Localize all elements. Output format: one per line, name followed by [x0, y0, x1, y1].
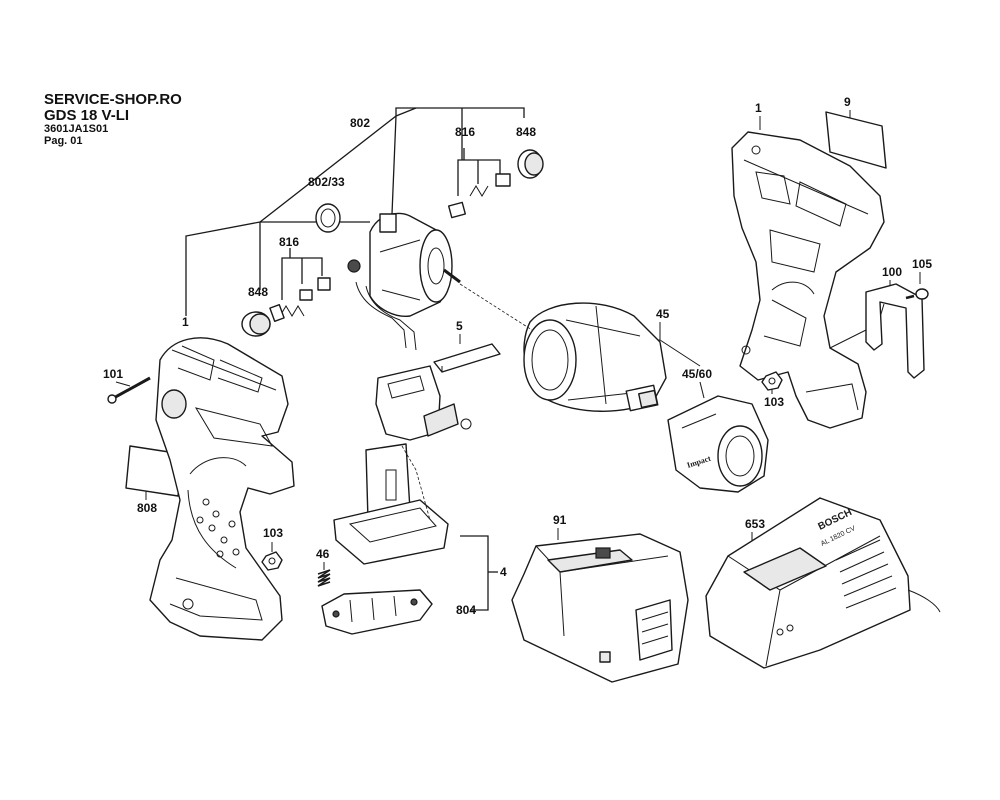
callout-848-top: 848	[516, 125, 536, 139]
part-9-label	[825, 111, 887, 169]
callout-5: 5	[456, 319, 463, 333]
callout-1-right: 1	[755, 101, 762, 115]
callout-808: 808	[137, 501, 157, 515]
callout-labels: 802 816 848 802/33 816 848 1 101 808 103…	[103, 95, 932, 617]
part-808-label	[125, 445, 183, 497]
callout-802-33: 802/33	[308, 175, 345, 189]
callout-848-left: 848	[248, 285, 268, 299]
part-1-housing-left	[149, 337, 295, 641]
callout-105: 105	[912, 257, 932, 271]
callout-46: 46	[316, 547, 330, 561]
part-101-screw	[107, 376, 151, 404]
part-105-screw	[905, 288, 929, 300]
callout-802: 802	[350, 116, 370, 130]
callout-103-left: 103	[263, 526, 283, 540]
part-816-brushes-top	[447, 173, 511, 219]
part-816-brushes-left	[269, 277, 331, 322]
part-46-spring	[317, 569, 331, 587]
bracket-816-left	[281, 248, 323, 300]
assembly-axis	[459, 283, 533, 331]
part-100-belt-clip	[865, 283, 925, 379]
part-802-motor	[347, 212, 461, 351]
part-4-switch-assembly	[333, 365, 472, 565]
part-103-nut-right	[761, 371, 783, 391]
callout-816-top: 816	[455, 125, 475, 139]
callout-1-left: 1	[182, 315, 189, 329]
callout-103-right: 103	[764, 395, 784, 409]
part-45-impact-mechanism	[523, 302, 667, 412]
page-number: Pag. 01	[44, 135, 83, 147]
callout-45: 45	[656, 307, 670, 321]
part-5-plate	[433, 343, 501, 373]
part-91-battery	[511, 533, 689, 683]
part-1-housing-right	[731, 131, 885, 429]
shop-name: SERVICE-SHOP.RO	[44, 91, 182, 108]
bracket-802	[185, 107, 525, 316]
part-804-contact-plate	[321, 589, 433, 635]
part-653-charger: BOSCH AL 1820 CV	[705, 497, 941, 669]
callout-804: 804	[456, 603, 476, 617]
callout-100: 100	[882, 265, 902, 279]
bracket-816-top	[457, 148, 501, 196]
part-45-60-cover: Impact	[667, 395, 769, 493]
model-name: GDS 18 V-LI	[44, 107, 130, 124]
callout-653: 653	[745, 517, 765, 531]
part-802-33-ring	[315, 203, 341, 233]
part-848-bearing-left	[241, 311, 271, 337]
bracket-4	[460, 535, 498, 611]
callout-4: 4	[500, 565, 507, 579]
callout-45-60: 45/60	[682, 367, 712, 381]
callout-101: 101	[103, 367, 123, 381]
callout-816-left: 816	[279, 235, 299, 249]
part-number: 3601JA1S01	[44, 123, 109, 135]
part-103-nut-left	[261, 551, 283, 571]
callout-91: 91	[553, 513, 567, 527]
callout-9: 9	[844, 95, 851, 109]
part-848-bearing-top	[517, 149, 544, 179]
